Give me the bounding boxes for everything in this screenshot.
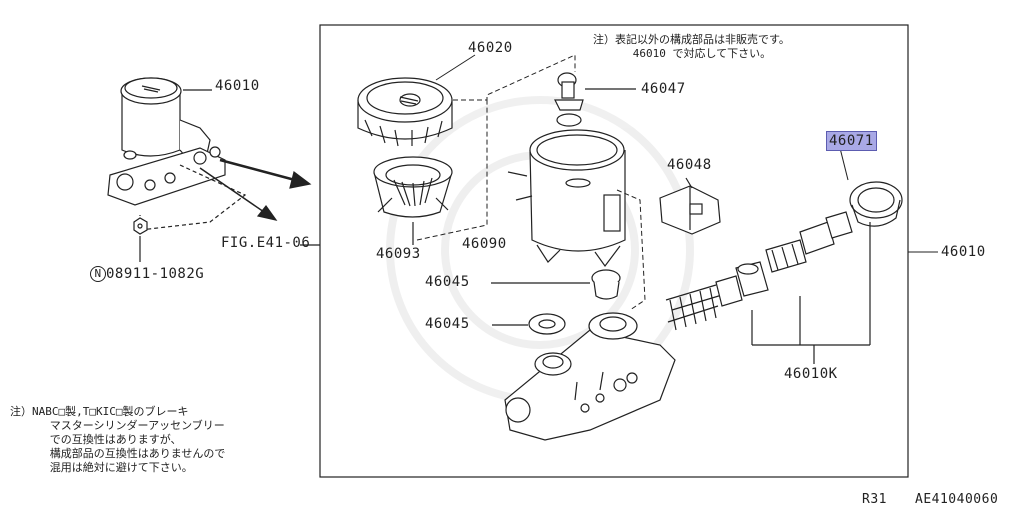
part-label-46047: 46047 xyxy=(641,81,686,97)
grommet-46045-upper xyxy=(491,269,621,300)
figure-reference: FIG.E41-06 xyxy=(221,235,311,251)
part-label-46071-highlighted: 46071 xyxy=(826,131,877,151)
part-label-46010k: 46010K xyxy=(784,366,838,382)
part-label-46048: 46048 xyxy=(667,157,712,173)
assembly-overview xyxy=(107,77,320,262)
connector-46048 xyxy=(659,177,721,235)
dashed-guides xyxy=(416,54,646,311)
note-bottom: 注）NABC□製,T□KIC□製のブレーキ マスターシリンダーアッセンブリー で… xyxy=(10,405,226,474)
reservoir-46090 xyxy=(507,129,626,268)
exploded-view-frame xyxy=(319,24,909,478)
nut-code: 08911-1082G xyxy=(106,266,205,282)
footer-code: AE41040060 xyxy=(915,492,999,507)
master-cylinder-body xyxy=(504,312,676,441)
part-label-46045-upper: 46045 xyxy=(425,274,470,290)
circled-n-icon: N xyxy=(90,266,106,282)
cap-46020 xyxy=(357,77,453,147)
note-top: 注）表記以外の構成部品は非販売です。 46010 で対応して下さい。 xyxy=(593,33,790,60)
grommet-46045-lower xyxy=(492,313,566,335)
piston-kit-46010k xyxy=(665,181,903,364)
part-label-46045-lower: 46045 xyxy=(425,316,470,332)
part-label-46010-assembly: 46010 xyxy=(941,244,986,260)
part-label-46020: 46020 xyxy=(468,40,513,56)
part-label-46090: 46090 xyxy=(462,236,507,252)
leader-lines xyxy=(190,54,938,253)
part-label-46093: 46093 xyxy=(376,246,421,262)
fitting-46047 xyxy=(554,72,636,127)
part-label-46010-overview: 46010 xyxy=(215,78,260,94)
strainer-46093 xyxy=(373,156,453,245)
footer-model: R31 xyxy=(862,492,887,507)
